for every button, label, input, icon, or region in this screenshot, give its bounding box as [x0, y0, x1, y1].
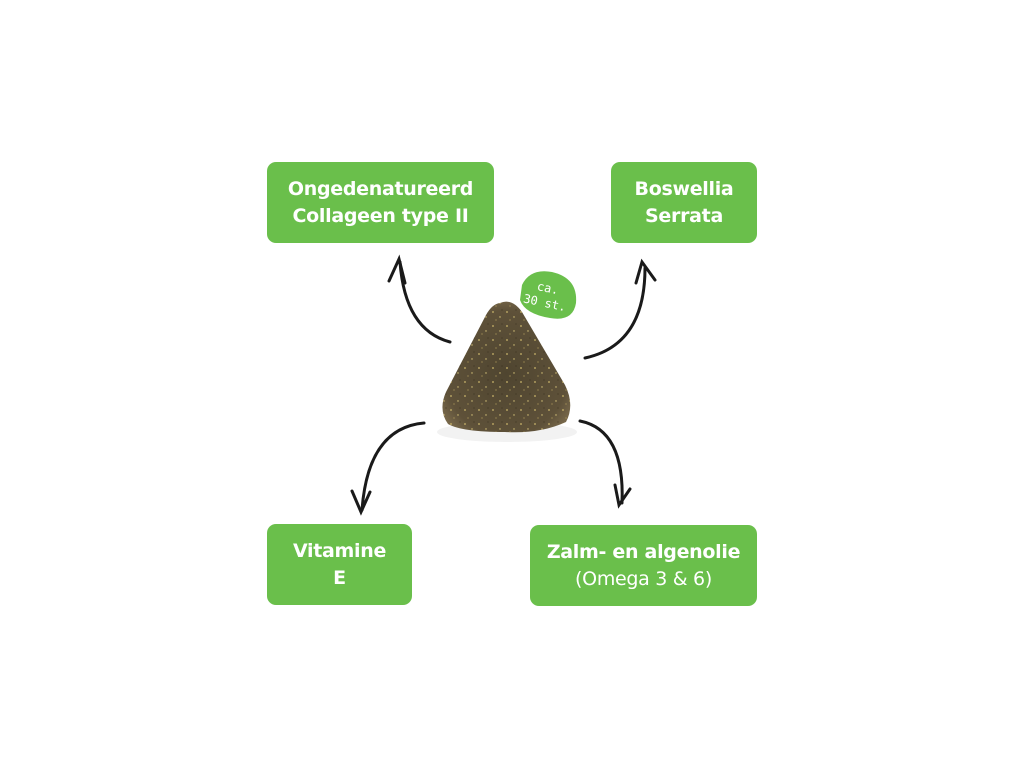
ingredient-label: Vitamine: [292, 539, 387, 562]
badge-blob: [520, 271, 577, 319]
ingredient-sublabel: (Omega 3 & 6): [575, 567, 712, 590]
ingredient-label: Serrata: [645, 204, 723, 227]
ingredient-box-collagen: Ongedenatureerd Collageen type II: [267, 162, 494, 243]
ingredient-label: Ongedenatureerd: [287, 177, 474, 200]
ingredient-box-boswellia: Boswellia Serrata: [611, 162, 757, 243]
arrow-to-omega: [578, 419, 632, 509]
ingredient-label: Boswellia: [634, 177, 734, 200]
arrow-to-collagen: [387, 254, 452, 344]
ingredient-box-vitamine: Vitamine E: [267, 524, 412, 605]
arrow-to-boswellia: [583, 258, 657, 360]
ingredient-label: E: [333, 566, 346, 589]
ingredient-box-omega: Zalm- en algenolie (Omega 3 & 6): [530, 525, 757, 606]
ingredient-label: Collageen type II: [292, 204, 469, 227]
product-treat-image: [437, 301, 577, 442]
arrow-to-vitamine: [350, 421, 426, 516]
ingredient-label: Zalm- en algenolie: [546, 540, 741, 563]
